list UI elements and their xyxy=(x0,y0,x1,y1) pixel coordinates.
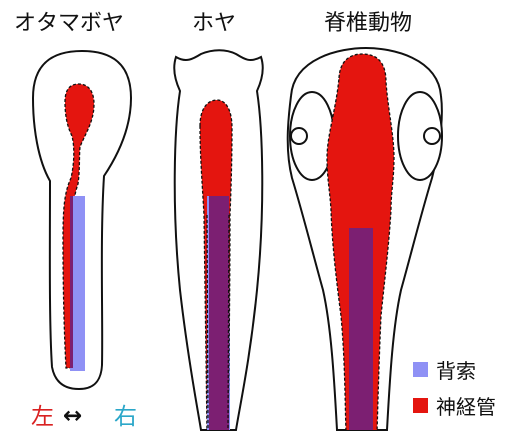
vertebrate-notochord-overlap xyxy=(349,228,373,433)
vertebrate-right-eye-lens xyxy=(424,128,440,144)
vertebrate-left-eye-lens xyxy=(291,128,307,144)
left-right-axis-label: 左 ↔ 右 xyxy=(31,403,137,430)
ascidian-notochord-overlap xyxy=(207,196,229,433)
title-tadpole: オタマボヤ xyxy=(14,11,124,36)
left-label: 左 xyxy=(31,404,54,430)
legend-neural-tube-swatch xyxy=(413,398,428,413)
legend-notochord-swatch xyxy=(413,362,428,377)
title-vertebrate: 脊椎動物 xyxy=(324,11,412,36)
right-label: 右 xyxy=(114,404,137,430)
title-ascidian: ホヤ xyxy=(192,11,236,36)
legend-notochord-label: 背索 xyxy=(436,359,476,383)
legend: 背索 神経管 xyxy=(413,359,496,419)
tadpole-notochord-overlap xyxy=(70,196,73,368)
tadpole-diagram xyxy=(33,51,131,389)
legend-neural-tube-label: 神経管 xyxy=(436,395,496,419)
ascidian-diagram xyxy=(174,50,262,433)
left-right-arrow-icon: ↔ xyxy=(63,403,82,429)
